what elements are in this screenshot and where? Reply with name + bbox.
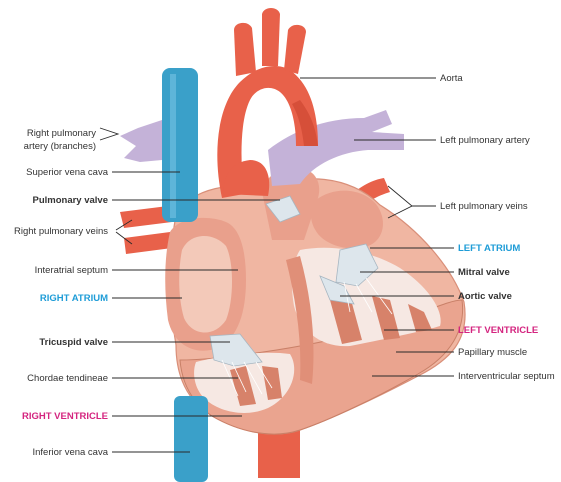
label-right-pulmonary-artery-line2: artery (branches)	[24, 141, 96, 152]
label-pulmonary-valve: Pulmonary valve	[32, 195, 108, 206]
label-aorta: Aorta	[440, 73, 463, 84]
label-left-ventricle: LEFT VENTRICLE	[458, 325, 538, 336]
label-right-pulmonary-veins: Right pulmonary veins	[14, 226, 108, 237]
label-superior-vena-cava: Superior vena cava	[26, 167, 109, 178]
descending-aorta	[258, 430, 300, 478]
label-chordae-tendineae: Chordae tendineae	[27, 373, 108, 384]
aorta-left-subclavian	[284, 25, 306, 74]
inferior-vena-cava-vessel	[174, 396, 208, 482]
labels-right: Aorta Left pulmonary artery Left pulmona…	[440, 73, 555, 382]
superior-vena-cava-vessel	[162, 68, 198, 222]
label-right-atrium: RIGHT ATRIUM	[40, 293, 108, 304]
label-right-pulmonary-artery-line1: Right pulmonary	[27, 128, 96, 139]
label-mitral-valve: Mitral valve	[458, 267, 510, 278]
label-papillary-muscle: Papillary muscle	[458, 347, 527, 358]
label-left-pulmonary-artery: Left pulmonary artery	[440, 135, 530, 146]
label-left-pulmonary-veins: Left pulmonary veins	[440, 201, 528, 212]
aorta-brachiocephalic	[234, 23, 256, 76]
heart-illustration	[120, 8, 465, 482]
right-atrium-inner	[179, 236, 232, 333]
label-right-ventricle: RIGHT VENTRICLE	[22, 411, 108, 422]
leader-right-pulmonary-artery	[100, 128, 118, 140]
label-tricuspid-valve: Tricuspid valve	[39, 337, 108, 348]
label-inferior-vena-cava: Inferior vena cava	[32, 447, 108, 458]
vena-cava-highlight	[170, 74, 176, 218]
left-pulmonary-artery-vessel	[268, 110, 404, 186]
label-interventricular-septum: Interventricular septum	[458, 371, 555, 382]
label-interatrial-septum: Interatrial septum	[35, 265, 108, 276]
aorta-left-carotid	[262, 8, 280, 66]
label-aortic-valve: Aortic valve	[458, 291, 512, 302]
label-left-atrium: LEFT ATRIUM	[458, 243, 520, 254]
labels-left: Right pulmonary artery (branches) Superi…	[14, 128, 109, 458]
